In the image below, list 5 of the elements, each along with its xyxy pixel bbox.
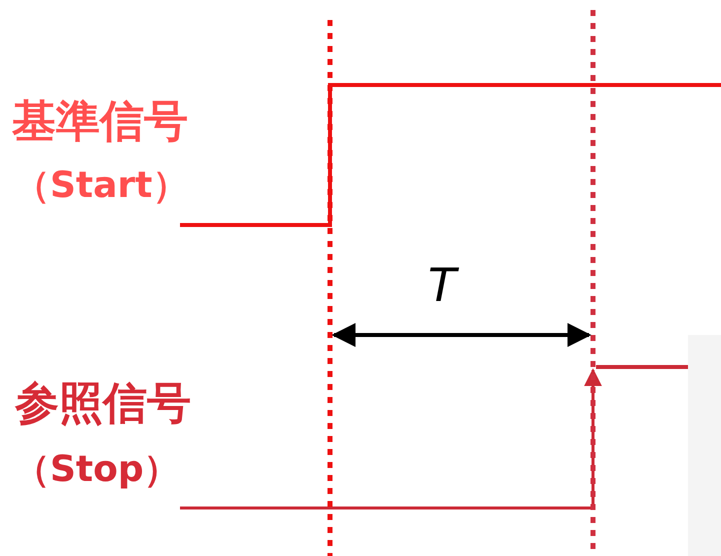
signal-label: 参照信号 bbox=[15, 382, 191, 426]
signal-label: （Start） bbox=[14, 168, 188, 204]
signal-label: （Stop） bbox=[14, 452, 180, 488]
period-label: T bbox=[428, 262, 456, 308]
signal-label: 基準信号 bbox=[12, 100, 188, 144]
